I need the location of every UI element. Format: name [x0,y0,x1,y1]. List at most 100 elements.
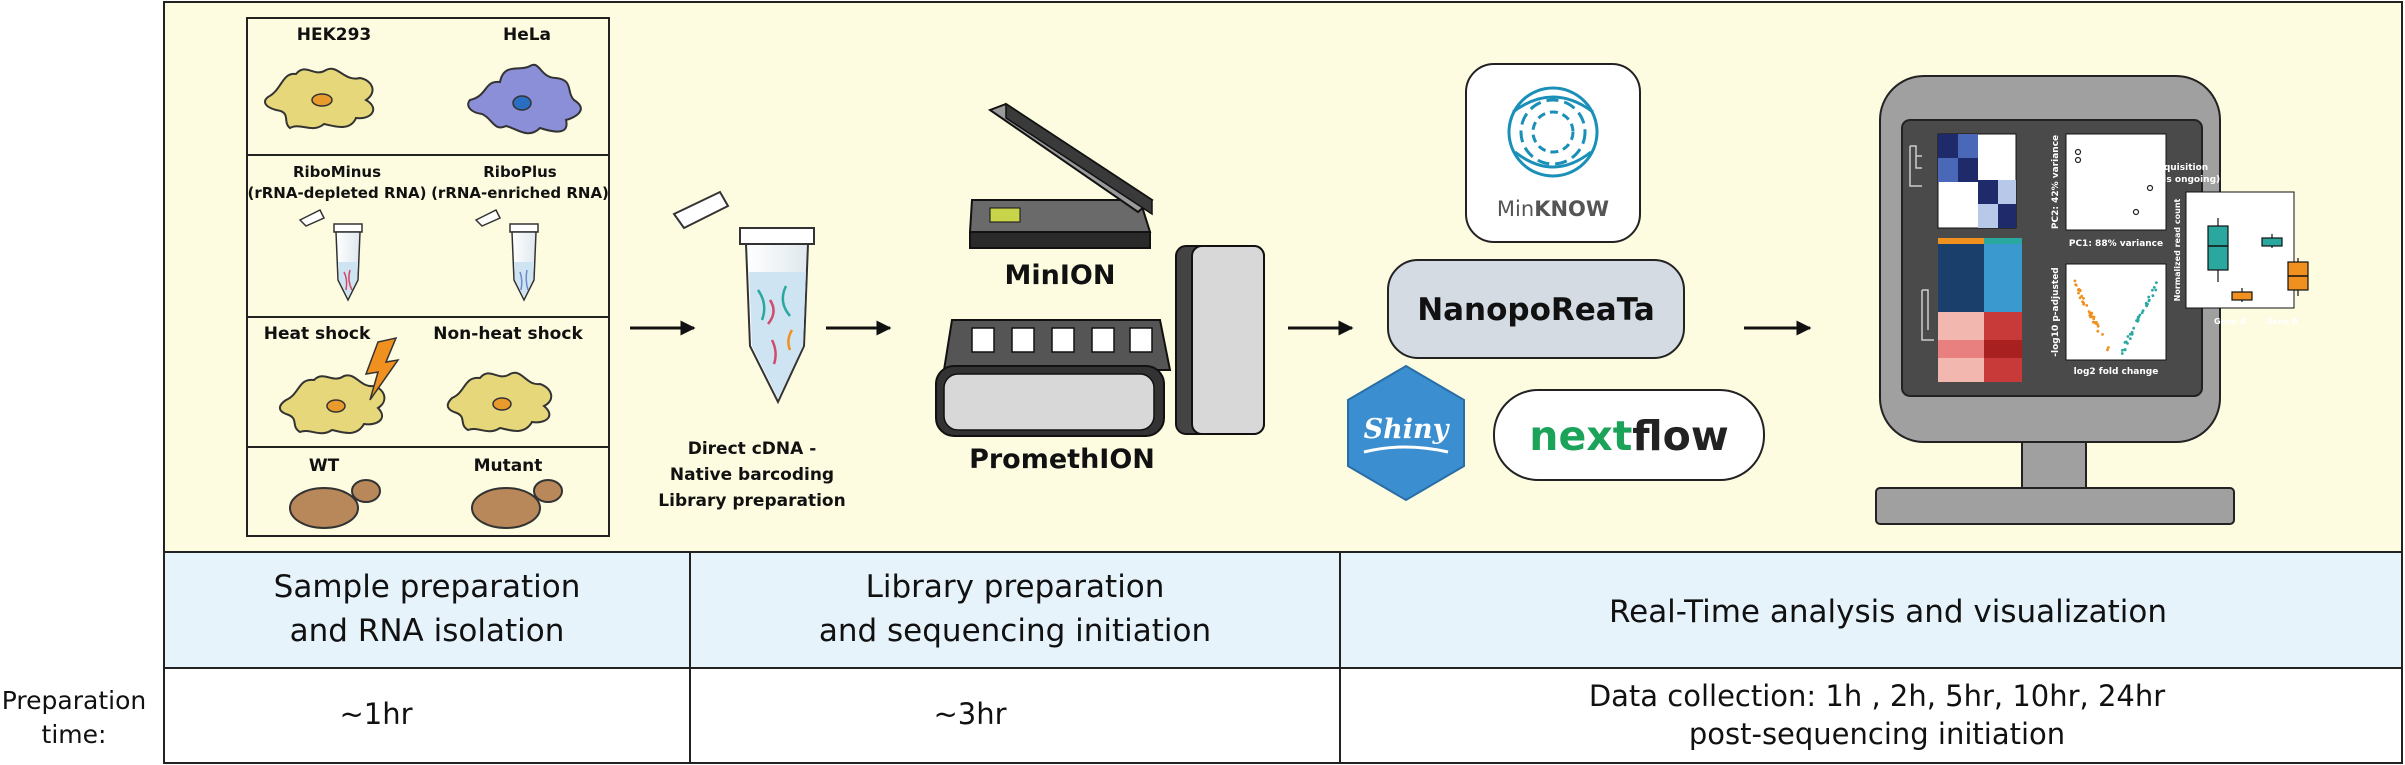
volcano-point [2085,304,2089,307]
nonheatshock-cell-icon [446,371,553,433]
library-tube-icon [672,190,815,405]
volcano-point [2147,295,2151,299]
sample-hela-label: HeLa [503,25,551,45]
volcano-points [2073,279,2158,355]
volcano-point [2123,348,2127,352]
volcano-point [2106,348,2109,352]
volcano-point [2107,346,2110,349]
boxplot-gene-a-label: Gene A [2214,317,2247,326]
volcano-point [2095,321,2098,324]
sample-wt-label: WT [309,456,340,476]
pca-xlabel: PC1: 88% variance [2069,239,2163,249]
volcano-point [2128,337,2132,340]
volcano-point [2082,297,2085,300]
sample-riboplus-label: RiboPlus [483,163,557,181]
volcano-point [2101,333,2104,336]
volcano-point [2077,291,2080,295]
time-realtime-line2: post-sequencing initiation [1689,717,2065,751]
mutant-yeast-icon [471,479,563,529]
volcano-point [2089,313,2093,317]
nanoporeata-label: NanopoReaTa [1417,292,1655,328]
row-label-line2: time: [42,720,107,749]
volcano-point [2152,286,2156,289]
volcano-point [2096,329,2100,333]
hela-cell-icon [467,63,582,135]
volcano-point [2132,326,2136,330]
lightning-bolt-icon [364,336,400,401]
sample-nonheatshock-label: Non-heat shock [433,324,583,344]
volcano-point [2135,319,2138,322]
volcano-point [2141,309,2145,312]
shiny-logo: Shiny [1347,364,1465,502]
screen-expression-heatmap [1921,238,2022,382]
sample-ribominus-label: RiboMinus [293,163,381,181]
volcano-point [2123,341,2127,344]
volcano-point [2155,281,2158,284]
sample-heatshock-label: Heat shock [264,324,371,344]
header-library-prep-line2: and sequencing initiation [819,613,1211,649]
volcano-point [2073,279,2077,283]
pca-ylabel: PC2: 42% variance [2051,135,2061,229]
screen-volcano-plot: log2 fold change -log10 p-adjusted [2051,263,2167,377]
boxplot-title-line2: (while sequencing is ongoing) [2068,175,2220,185]
volcano-point [2074,283,2078,287]
volcano-point [2080,294,2084,298]
svg-text:nextflow: nextflow [1529,412,1728,460]
boxplot-gene-b-label: Gene B [2266,317,2298,326]
minknow-label-know: KNOW [1534,197,1609,221]
library-step-line1: Direct cDNA - [688,439,817,459]
screen-boxplot: Real-time data aquisition (while sequenc… [2068,163,2220,185]
header-sample-prep-line2: and RNA isolation [290,613,565,649]
time-library-prep: ~3hr [933,697,1006,731]
library-step-line3: Library preparation [658,491,845,511]
volcano-point [2078,288,2082,292]
minion-device-icon [968,102,1154,249]
sample-riboplus-sublabel: (rRNA-enriched RNA) [431,184,609,202]
volcano-point [2151,294,2155,298]
volcano-point [2092,315,2096,319]
volcano-ylabel: -log10 p-adjusted [2051,267,2061,357]
volcano-point [2126,342,2129,345]
volcano-point [2089,315,2092,319]
screen-correlation-heatmap [1909,133,2017,229]
volcano-point [2120,349,2124,352]
minion-label: MinION [1005,260,1116,291]
svg-text:MinKNOW: MinKNOW [1497,197,1609,221]
minknow-label-min: Min [1497,197,1534,221]
heatshock-cell-icon [279,374,386,435]
boxplot-ylabel: Normalized read count [2173,198,2182,301]
promethion-label: PromethION [969,444,1155,475]
volcano-point [2140,311,2144,315]
riboplus-tube-icon [474,208,539,302]
timeline-table: Sample preparation and RNA isolation Lib… [2,551,2403,764]
boxplot-title-line1: Real-time data aquisition [2080,163,2208,173]
volcano-point [2120,352,2124,355]
volcano-point [2126,335,2130,338]
volcano-point [2147,299,2151,303]
library-step-line2: Native barcoding [670,465,834,485]
row-label-line1: Preparation [2,686,146,715]
sample-ribominus-sublabel: (rRNA-depleted RNA) [247,184,426,202]
volcano-point [2082,302,2086,306]
screen-pca-plot: PC1: 88% variance PC2: 42% variance [2051,133,2167,249]
shiny-label: Shiny [1364,414,1451,445]
header-sample-prep-line1: Sample preparation [274,569,581,605]
volcano-point [2154,288,2158,292]
volcano-point [2087,310,2091,314]
time-sample-prep: ~1hr [339,697,412,731]
boxplot-labels: Normalized read count Gene A Gene B [2173,198,2298,326]
nextflow-logo: nextflow [1493,389,1765,481]
volcano-point [2151,288,2154,292]
volcano-point [2146,302,2149,306]
time-realtime-line1: Data collection: 1h , 2h, 5hr, 10hr, 24h… [1589,679,2165,713]
boxplot-background [2185,191,2295,309]
volcano-xlabel: log2 fold change [2074,367,2159,377]
minknow-logo: MinKNOW [1465,63,1641,243]
nextflow-label-next: next [1529,412,1632,460]
sample-grid: HEK293 HeLa RiboMinus (rRNA-depleted RNA… [246,17,610,537]
nextflow-label-flow: flow [1632,412,1728,460]
sample-mutant-label: Mutant [474,456,543,476]
nanoporeata-logo: NanopoReaTa [1387,259,1685,359]
boxplot-marks [2207,218,2309,302]
wt-yeast-icon [289,479,381,529]
